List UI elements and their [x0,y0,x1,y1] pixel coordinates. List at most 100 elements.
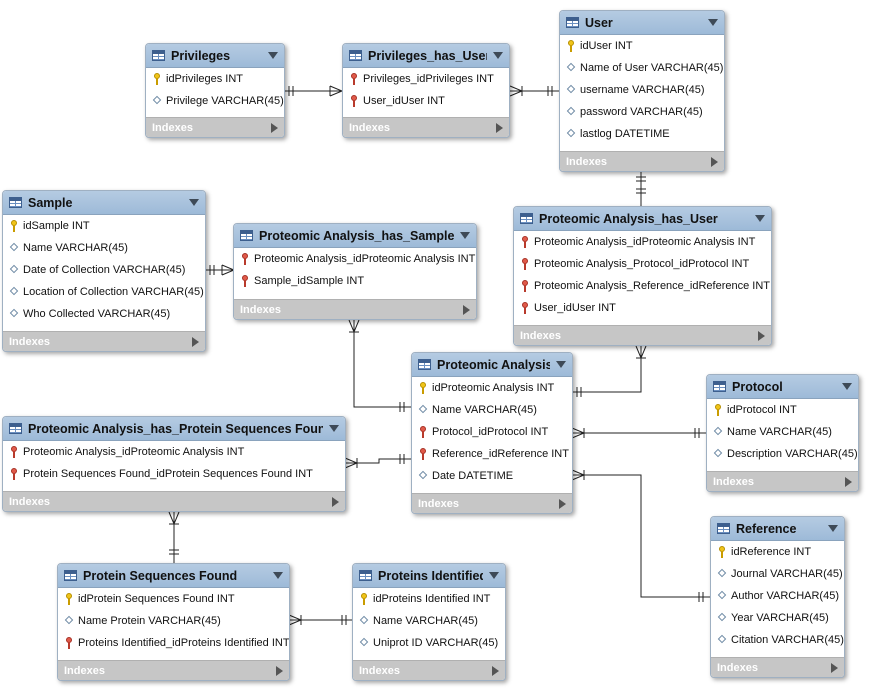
collapse-icon[interactable] [189,199,199,206]
table-header[interactable]: Proteomic Analysis [412,353,572,377]
column-row[interactable]: username VARCHAR(45) [560,79,724,101]
table-header[interactable]: Proteins Identified [353,564,505,588]
indexes-section[interactable]: Indexes [146,117,284,137]
expand-arrow-icon[interactable] [192,336,199,347]
expand-arrow-icon[interactable] [845,476,852,487]
column-row[interactable]: User_idUser INT [343,90,509,112]
expand-arrow-icon[interactable] [276,665,283,676]
indexes-section[interactable]: Indexes [3,491,345,511]
column-row[interactable]: password VARCHAR(45) [560,101,724,123]
table-header[interactable]: Privileges [146,44,284,68]
indexes-section[interactable]: Indexes [58,660,289,680]
table-header[interactable]: Privileges_has_User [343,44,509,68]
table-sample[interactable]: Sample idSample INT Name VARCHAR(45) Dat… [2,190,206,352]
column-row[interactable]: Name of User VARCHAR(45) [560,57,724,79]
column-row[interactable]: Journal VARCHAR(45) [711,563,844,585]
column-row[interactable]: Reference_idReference INT [412,443,572,465]
column-row[interactable]: idProtein Sequences Found INT [58,588,289,610]
indexes-section[interactable]: Indexes [3,331,205,351]
collapse-icon[interactable] [708,19,718,26]
column-row[interactable]: Protein Sequences Found_idProtein Sequen… [3,463,345,485]
indexes-section[interactable]: Indexes [514,325,771,345]
expand-arrow-icon[interactable] [492,665,499,676]
indexes-section[interactable]: Indexes [343,117,509,137]
table-protein-sequences-found[interactable]: Protein Sequences Found idProtein Sequen… [57,563,290,681]
table-proteomic-analysis-has-user[interactable]: Proteomic Analysis_has_User Proteomic An… [513,206,772,346]
column-row[interactable]: Name VARCHAR(45) [707,421,858,443]
column-row[interactable]: Year VARCHAR(45) [711,607,844,629]
table-proteins-identified[interactable]: Proteins Identified idProteins Identifie… [352,563,506,681]
collapse-icon[interactable] [755,215,765,222]
expand-arrow-icon[interactable] [496,122,503,133]
expand-arrow-icon[interactable] [711,156,718,167]
indexes-section[interactable]: Indexes [353,660,505,680]
collapse-icon[interactable] [556,361,566,368]
column-row[interactable]: Citation VARCHAR(45) [711,629,844,651]
column-row[interactable]: Location of Collection VARCHAR(45) [3,281,205,303]
expand-arrow-icon[interactable] [271,122,278,133]
table-privileges[interactable]: Privileges idPrivileges INT Privilege VA… [145,43,285,138]
column-row[interactable]: idProtocol INT [707,399,858,421]
indexes-section[interactable]: Indexes [234,299,476,319]
column-row[interactable]: idProteins Identified INT [353,588,505,610]
collapse-icon[interactable] [460,232,470,239]
column-row[interactable]: idPrivileges INT [146,68,284,90]
column-row[interactable]: Proteins Identified_idProteins Identifie… [58,632,289,654]
column-row[interactable]: Name Protein VARCHAR(45) [58,610,289,632]
column-row[interactable]: idProteomic Analysis INT [412,377,572,399]
table-header[interactable]: Protein Sequences Found [58,564,289,588]
table-reference[interactable]: Reference idReference INT Journal VARCHA… [710,516,845,678]
expand-arrow-icon[interactable] [559,498,566,509]
collapse-icon[interactable] [273,572,283,579]
column-row[interactable]: Proteomic Analysis_Protocol_idProtocol I… [514,253,771,275]
column-row[interactable]: Proteomic Analysis_idProteomic Analysis … [234,248,476,270]
column-row[interactable]: Name VARCHAR(45) [3,237,205,259]
table-header[interactable]: Reference [711,517,844,541]
column-row[interactable]: User_idUser INT [514,297,771,319]
table-header[interactable]: Protocol [707,375,858,399]
table-header[interactable]: Proteomic Analysis_has_User [514,207,771,231]
column-row[interactable]: Protocol_idProtocol INT [412,421,572,443]
table-header[interactable]: Sample [3,191,205,215]
table-privileges-has-user[interactable]: Privileges_has_User Privileges_idPrivile… [342,43,510,138]
column-row[interactable]: Description VARCHAR(45) [707,443,858,465]
column-row[interactable]: idReference INT [711,541,844,563]
column-row[interactable]: Proteomic Analysis_Reference_idReference… [514,275,771,297]
expand-arrow-icon[interactable] [463,304,470,315]
column-row[interactable]: Name VARCHAR(45) [412,399,572,421]
column-row[interactable]: idSample INT [3,215,205,237]
column-row[interactable]: Proteomic Analysis_idProteomic Analysis … [514,231,771,253]
collapse-icon[interactable] [268,52,278,59]
column-row[interactable]: Author VARCHAR(45) [711,585,844,607]
table-header[interactable]: Proteomic Analysis_has_Protein Sequences… [3,417,345,441]
collapse-icon[interactable] [329,425,339,432]
collapse-icon[interactable] [489,572,499,579]
table-user[interactable]: User idUser INT Name of User VARCHAR(45)… [559,10,725,172]
column-row[interactable]: Proteomic Analysis_idProteomic Analysis … [3,441,345,463]
column-row[interactable]: Date of Collection VARCHAR(45) [3,259,205,281]
table-proteomic-analysis-has-protein-sequences-found[interactable]: Proteomic Analysis_has_Protein Sequences… [2,416,346,512]
column-row[interactable]: Name VARCHAR(45) [353,610,505,632]
column-row[interactable]: lastlog DATETIME [560,123,724,145]
table-proteomic-analysis-has-sample[interactable]: Proteomic Analysis_has_Sample Proteomic … [233,223,477,320]
expand-arrow-icon[interactable] [332,496,339,507]
column-row[interactable]: Uniprot ID VARCHAR(45) [353,632,505,654]
indexes-section[interactable]: Indexes [560,151,724,171]
expand-arrow-icon[interactable] [831,662,838,673]
column-row[interactable]: Who Collected VARCHAR(45) [3,303,205,325]
table-header[interactable]: Proteomic Analysis_has_Sample [234,224,476,248]
column-row[interactable]: Date DATETIME [412,465,572,487]
indexes-section[interactable]: Indexes [412,493,572,513]
indexes-section[interactable]: Indexes [711,657,844,677]
indexes-section[interactable]: Indexes [707,471,858,491]
collapse-icon[interactable] [828,525,838,532]
table-protocol[interactable]: Protocol idProtocol INT Name VARCHAR(45)… [706,374,859,492]
collapse-icon[interactable] [842,383,852,390]
table-proteomic-analysis[interactable]: Proteomic Analysis idProteomic Analysis … [411,352,573,514]
expand-arrow-icon[interactable] [758,330,765,341]
column-row[interactable]: Privileges_idPrivileges INT [343,68,509,90]
column-row[interactable]: Sample_idSample INT [234,270,476,292]
table-header[interactable]: User [560,11,724,35]
column-row[interactable]: idUser INT [560,35,724,57]
collapse-icon[interactable] [493,52,503,59]
